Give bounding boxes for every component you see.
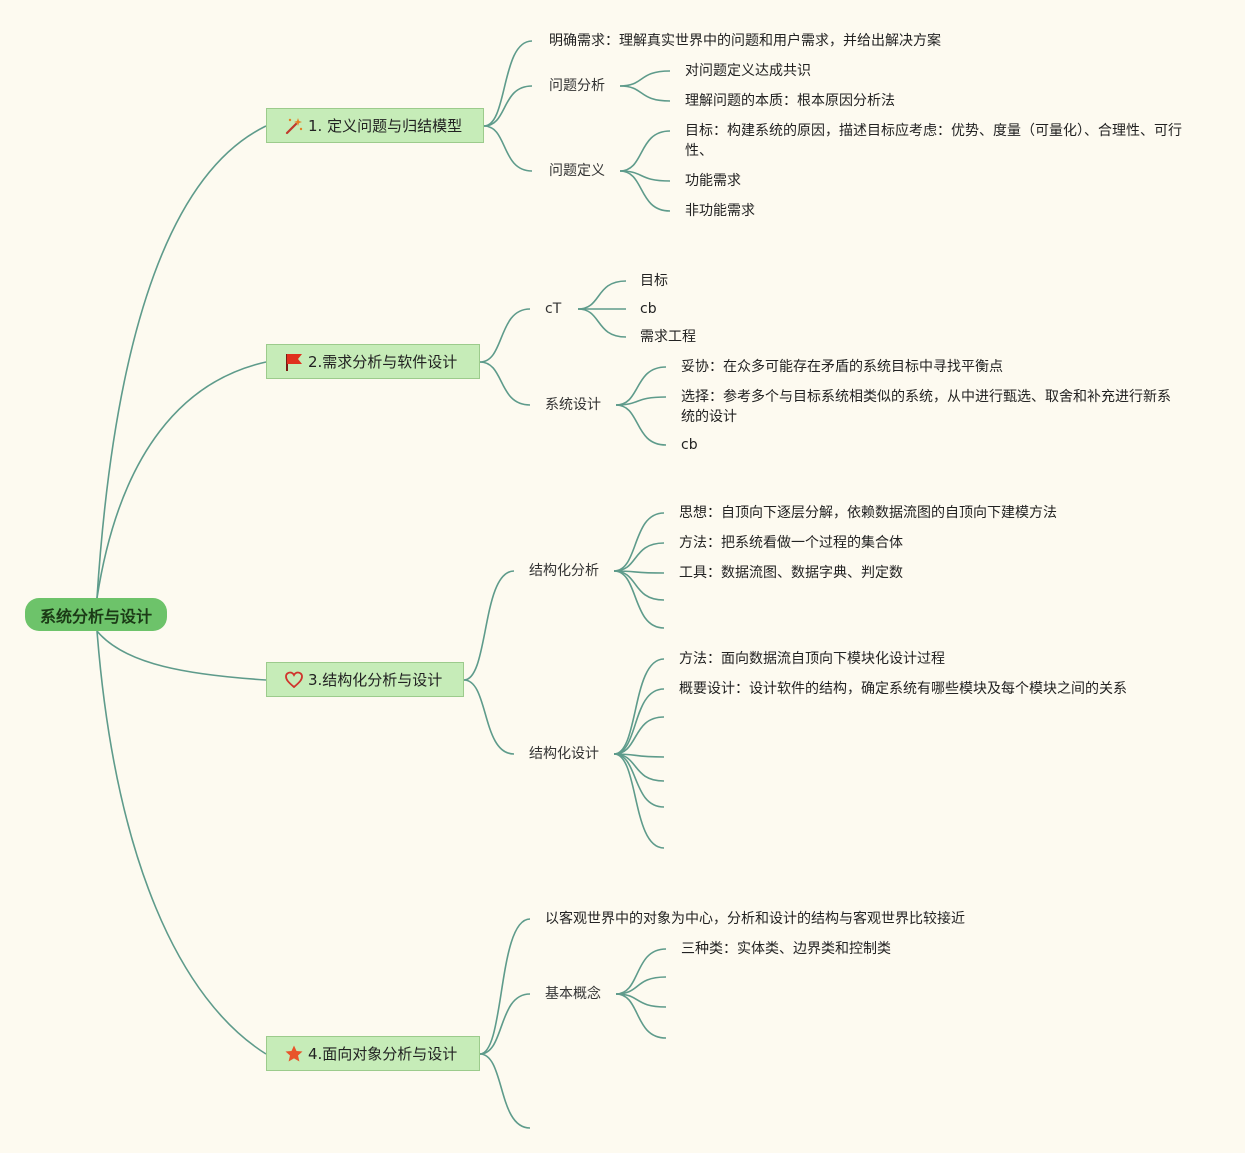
leaf-nonfunctional-req[interactable]: 非功能需求 <box>685 203 755 219</box>
leaf-cb[interactable]: cb <box>640 301 657 317</box>
leaf-tools[interactable]: 工具：数据流图、数据字典、判定数 <box>679 565 903 581</box>
leaf-req-engineering[interactable]: 需求工程 <box>640 329 696 345</box>
connector-b4-concepts-0 <box>615 948 667 995</box>
topic-system-design[interactable]: 系统设计 <box>545 397 601 413</box>
leaf-method[interactable]: 方法：把系统看做一个过程的集合体 <box>679 535 903 551</box>
connector-b2-design-2 <box>615 404 667 446</box>
connector-b3-c2 <box>463 679 515 755</box>
topic-object-centered[interactable]: 以客观世界中的对象为中心，分析和设计的结构与客观世界比较接近 <box>545 911 965 927</box>
leaf-target[interactable]: 目标 <box>640 273 668 289</box>
topic-problem-definition[interactable]: 问题定义 <box>549 163 605 179</box>
connector-b3-analysis-0 <box>613 512 665 572</box>
connector-b1-analysis-1 <box>619 85 671 102</box>
branch-object-oriented[interactable]: 4.面向对象分析与设计 <box>266 1036 480 1071</box>
branch-define-problem[interactable]: 1. 定义问题与归结模型 <box>266 108 484 143</box>
leaf-idea[interactable]: 思想：自顶向下逐层分解，依赖数据流图的自顶向下建模方法 <box>679 505 1057 521</box>
connector-b1-analysis-0 <box>619 70 671 87</box>
branch-label: 4.面向对象分析与设计 <box>308 1045 458 1063</box>
connector-b2-ct-2 <box>577 308 627 338</box>
red-flag-icon <box>284 352 304 372</box>
connector-b1-definition-0 <box>619 130 671 172</box>
connector-b1-c2 <box>483 85 533 127</box>
branch-label: 3.结构化分析与设计 <box>308 671 443 689</box>
root-connector-3 <box>96 630 267 681</box>
connector-b2-c1 <box>479 308 531 363</box>
connector-b4-concepts-3 <box>615 993 667 1039</box>
magic-wand-icon <box>284 116 304 136</box>
branch-label: 2.需求分析与软件设计 <box>308 353 458 371</box>
leaf-root-cause[interactable]: 理解问题的本质：根本原因分析法 <box>685 93 895 109</box>
star-icon <box>284 1044 304 1064</box>
topic-structured-design[interactable]: 结构化设计 <box>529 746 599 762</box>
root-topic[interactable]: 系统分析与设计 <box>25 598 167 631</box>
leaf-three-classes[interactable]: 三种类：实体类、边界类和控制类 <box>681 941 891 957</box>
connector-b2-design-1 <box>615 396 667 406</box>
branch-structured-analysis[interactable]: 3.结构化分析与设计 <box>266 662 464 697</box>
connector-b3-analysis-3 <box>613 570 665 601</box>
connector-b3-design-1 <box>613 688 665 755</box>
connector-b1-c1 <box>483 40 533 127</box>
leaf-selection[interactable]: 选择：参考多个与目标系统相类似的系统，从中进行甄选、取舍和补充进行新系统的设计 <box>681 389 1171 425</box>
connector-b1-c3 <box>483 125 533 172</box>
connector-b3-design-0 <box>613 658 665 755</box>
connector-b3-c1 <box>463 570 515 681</box>
connector-b3-design-2 <box>613 716 665 755</box>
branch-requirements-design[interactable]: 2.需求分析与软件设计 <box>266 344 480 379</box>
connector-b3-design-6 <box>613 753 665 849</box>
leaf-functional-req[interactable]: 功能需求 <box>685 173 741 189</box>
topic-ct[interactable]: cT <box>545 301 562 317</box>
topic-clarify-requirements[interactable]: 明确需求：理解真实世界中的问题和用户需求，并给出解决方案 <box>549 33 941 49</box>
root-connector-1 <box>96 125 267 599</box>
connector-b3-analysis-4 <box>613 570 665 629</box>
topic-basic-concepts[interactable]: 基本概念 <box>545 986 601 1002</box>
topic-structured-analysis[interactable]: 结构化分析 <box>529 563 599 579</box>
heart-icon <box>284 670 304 690</box>
leaf-outline-design[interactable]: 概要设计：设计软件的结构，确定系统有哪些模块及每个模块之间的关系 <box>679 681 1127 697</box>
topic-problem-analysis[interactable]: 问题分析 <box>549 78 605 94</box>
leaf-compromise[interactable]: 妥协：在众多可能存在矛盾的系统目标中寻找平衡点 <box>681 359 1003 375</box>
connector-b3-analysis-1 <box>613 542 665 572</box>
connector-b4-c3 <box>479 1053 531 1129</box>
connector-b2-ct-0 <box>577 280 627 310</box>
leaf-cb-2[interactable]: cb <box>681 437 698 453</box>
leaf-goal[interactable]: 目标：构建系统的原因，描述目标应考虑：优势、度量（可量化）、合理性、可行性、 <box>685 123 1182 159</box>
connector-b4-c2 <box>479 993 531 1055</box>
root-connector-2 <box>96 361 267 599</box>
leaf-consensus[interactable]: 对问题定义达成共识 <box>685 63 811 79</box>
connector-b3-design-5 <box>613 753 665 808</box>
root-connector-4 <box>96 630 267 1055</box>
connector-b2-c2 <box>479 361 531 406</box>
connector-b1-definition-2 <box>619 170 671 212</box>
connector-b4-c1 <box>479 918 531 1055</box>
leaf-design-method[interactable]: 方法：面向数据流自顶向下模块化设计过程 <box>679 651 945 667</box>
branch-label: 1. 定义问题与归结模型 <box>308 117 463 135</box>
